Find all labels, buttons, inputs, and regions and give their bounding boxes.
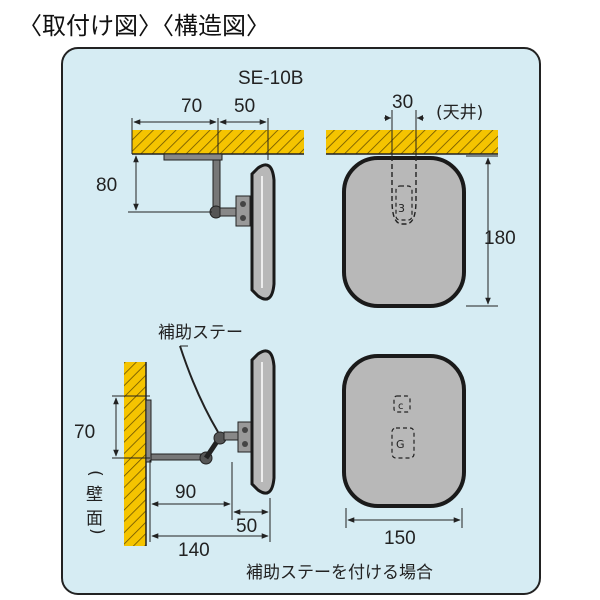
mirror-side-profile-top — [250, 163, 276, 301]
svg-text:c: c — [398, 401, 404, 412]
wall-hatch — [124, 362, 146, 546]
page-title: 〈取付け図〉〈構造図〉 — [18, 12, 270, 40]
support-stay-label: 補助ステー — [158, 323, 243, 343]
mirror-front-top — [342, 156, 466, 308]
ceiling-label: (天井) — [436, 103, 483, 123]
dim-top-30: 30 — [392, 92, 413, 113]
support-stay — [179, 345, 219, 433]
wall-label-2: 面 — [86, 509, 103, 529]
svg-text:): ) — [87, 528, 107, 535]
mirror-mount-block — [235, 195, 251, 227]
model-label: SE-10B — [238, 68, 303, 89]
dim-bot-150: 150 — [384, 528, 416, 549]
svg-text:(: ( — [85, 470, 105, 477]
svg-text:3: 3 — [398, 202, 405, 215]
wall-label-1: 壁 — [86, 485, 103, 505]
mirror-side-profile-bottom — [250, 349, 276, 495]
dim-top-180: 180 — [484, 228, 516, 249]
dim-bot-140: 140 — [178, 540, 210, 561]
svg-text:G: G — [396, 438, 405, 451]
dim-bot-50: 50 — [236, 516, 257, 537]
ceiling-arm — [212, 159, 221, 211]
wall-arm — [150, 453, 204, 461]
caption: 補助ステーを付ける場合 — [246, 563, 433, 583]
dim-top-80: 80 — [96, 175, 117, 196]
dim-bot-70: 70 — [74, 422, 95, 443]
ceiling-hatch-right — [326, 130, 498, 154]
dim-bot-90: 90 — [175, 482, 196, 503]
mirror-front-bottom — [342, 354, 466, 508]
dim-top-70: 70 — [181, 96, 202, 117]
ceiling-bracket-plate — [163, 153, 223, 161]
dim-top-50: 50 — [234, 96, 255, 117]
